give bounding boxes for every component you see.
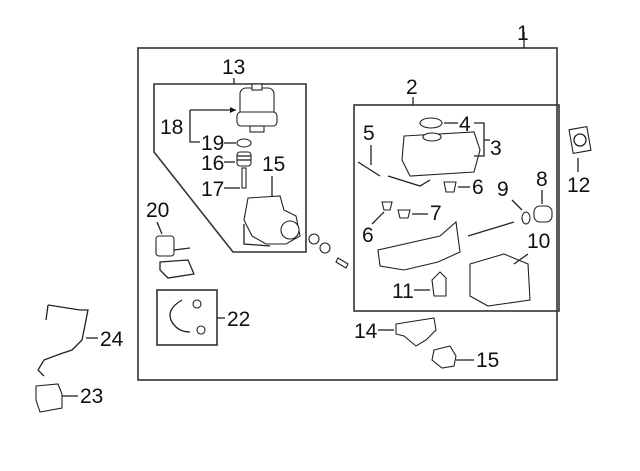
assembly-box-1 — [137, 47, 558, 381]
bracket-19 — [189, 110, 200, 143]
pump-box-13 — [153, 83, 307, 253]
reservoir-part-19 — [236, 83, 278, 133]
callout-16: 15 — [262, 153, 285, 176]
push-rod — [467, 221, 515, 237]
callout-4: 4 — [459, 113, 471, 136]
callout-7: 7 — [430, 202, 442, 225]
rod-part-5 — [357, 161, 381, 177]
callout-13: 13 — [222, 56, 245, 79]
boot-part-8 — [533, 205, 553, 223]
pin-part-18 — [241, 167, 247, 189]
hose-part — [169, 299, 191, 333]
spring-part-17 — [236, 151, 252, 167]
callout-18: 17 — [201, 178, 224, 201]
clamp-part — [192, 299, 202, 309]
block-part-15 — [431, 345, 457, 369]
pump-part-16 — [243, 195, 301, 247]
clamp-part — [196, 325, 206, 335]
harness-part-24 — [37, 304, 89, 377]
block-part-23 — [35, 383, 63, 413]
bracket-part-14 — [395, 317, 437, 347]
callout-14: 14 — [354, 320, 378, 343]
bracket-part-21 — [155, 235, 195, 279]
leader-6b — [371, 211, 385, 225]
o-ring-part-20 — [236, 138, 252, 148]
cap-part-4 — [419, 117, 443, 129]
callout-19: 18 — [160, 116, 183, 139]
fittings-parts — [308, 233, 349, 269]
callout-2: 2 — [406, 76, 418, 99]
master-cylinder-box-2 — [353, 104, 560, 312]
leader-21 — [156, 221, 163, 235]
master-cylinder-body — [377, 220, 461, 271]
gasket-part-12 — [568, 125, 592, 155]
callout-11: 11 — [392, 280, 414, 303]
callout-22: 22 — [227, 308, 250, 331]
arrowhead-icon — [230, 107, 236, 113]
grommet-part-6 — [443, 181, 457, 193]
callout-20: 19 — [201, 132, 224, 155]
callout-3: 3 — [490, 137, 502, 160]
callout-8: 8 — [536, 168, 548, 191]
callout-9: 9 — [497, 178, 509, 201]
callout-6a: 6 — [472, 176, 484, 199]
grommet-part-7 — [397, 209, 411, 219]
callout-10: 10 — [527, 230, 550, 253]
grommet-part-6 — [381, 201, 393, 211]
callout-6b: 6 — [362, 224, 374, 247]
callout-24: 24 — [100, 328, 124, 351]
callout-5: 5 — [363, 122, 375, 145]
leader-9 — [511, 199, 523, 211]
actuator-part-10 — [469, 253, 531, 307]
callout-17: 16 — [201, 152, 224, 175]
callout-23: 23 — [80, 385, 103, 408]
leader-10 — [513, 253, 529, 265]
callout-1: 1 — [517, 22, 529, 45]
hose-box-22 — [156, 289, 218, 346]
callout-21: 20 — [146, 199, 169, 222]
callout-12: 12 — [567, 174, 590, 197]
reservoir-part-3 — [401, 131, 481, 177]
sensor-part — [387, 175, 431, 187]
ring-part-9 — [521, 211, 531, 225]
bracket-part-11 — [431, 271, 447, 297]
callout-15: 15 — [476, 349, 499, 372]
